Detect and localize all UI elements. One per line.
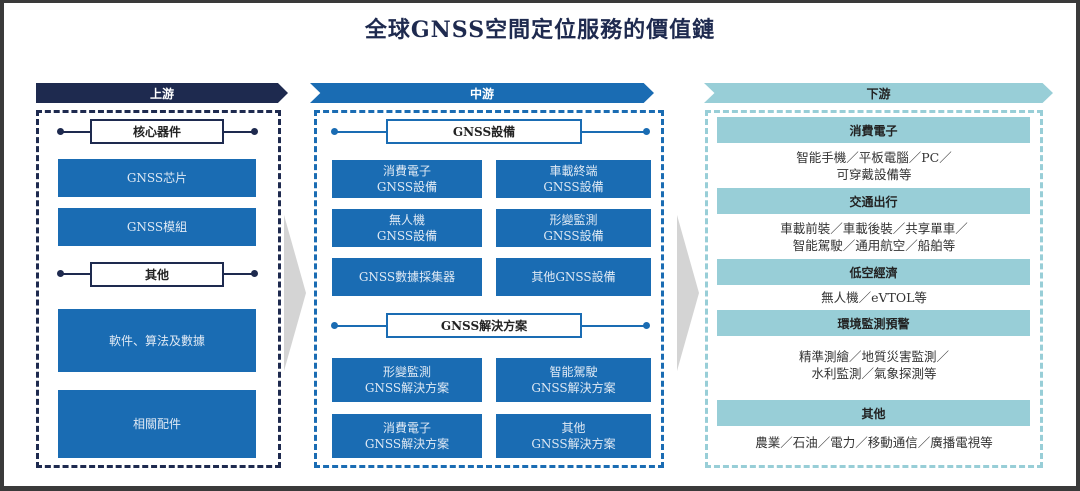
upstream-banner: 上游 [36, 83, 288, 103]
description-line: 可穿戴設備等 [836, 167, 912, 182]
midstream-equipment-item: GNSS數據採集器 [332, 258, 482, 296]
downstream-container [705, 110, 1043, 468]
midstream-solution-item: 智能駕駛 GNSS解決方案 [496, 358, 651, 402]
downstream-category: 其他 [717, 400, 1030, 426]
midstream-label: 中游 [469, 86, 494, 101]
flow-arrow [677, 215, 699, 371]
description-line: 智能駕駛／通用航空／船舶等 [792, 238, 956, 253]
midstream-equipment-item: 車載終端 GNSS設備 [496, 160, 651, 198]
diagram-title: 全球GNSS空間定位服務的價值鏈 [364, 17, 716, 43]
connector-dot [57, 270, 64, 277]
downstream-category: 環境監測預警 [717, 310, 1030, 336]
upstream-container [36, 110, 281, 468]
upstream-item: GNSS芯片 [58, 159, 256, 197]
section-header-gnss-solutions: GNSS解決方案 [386, 313, 582, 338]
section-header-gnss-equipment: GNSS設備 [386, 119, 582, 144]
upstream-label: 上游 [149, 86, 174, 101]
description-line: 農業／石油／電力／移動通信／廣播電視等 [755, 435, 993, 450]
downstream-banner: 下游 [704, 83, 1053, 103]
downstream-label: 下游 [866, 86, 891, 101]
description-line: 水利監測／氣象探測等 [811, 366, 937, 381]
downstream-description: 無人機／eVTOL等 [705, 289, 1043, 306]
section-header-core-components: 核心器件 [90, 119, 224, 144]
connector-dot [331, 128, 338, 135]
midstream-solution-item: 形變監測 GNSS解決方案 [332, 358, 482, 402]
downstream-description: 農業／石油／電力／移動通信／廣播電視等 [705, 434, 1043, 451]
upstream-item: 軟件、算法及數據 [58, 309, 256, 372]
connector-dot [57, 128, 64, 135]
midstream-container [314, 110, 664, 468]
midstream-equipment-item: 其他GNSS設備 [496, 258, 651, 296]
description-line: 智能手機／平板電腦／PC／ [796, 150, 952, 165]
description-line: 無人機／eVTOL等 [821, 290, 927, 305]
downstream-category: 低空經濟 [717, 259, 1030, 285]
midstream-solution-item: 其他 GNSS解決方案 [496, 414, 651, 458]
downstream-description: 智能手機／平板電腦／PC／ 可穿戴設備等 [705, 149, 1043, 183]
midstream-solution-item: 消費電子 GNSS解決方案 [332, 414, 482, 458]
flow-arrow [284, 215, 306, 371]
midstream-equipment-item: 形變監測 GNSS設備 [496, 209, 651, 247]
midstream-equipment-item: 無人機 GNSS設備 [332, 209, 482, 247]
connector-dot [251, 128, 258, 135]
connector-dot [331, 322, 338, 329]
connector-dot [251, 270, 258, 277]
upstream-item: GNSS模組 [58, 208, 256, 246]
section-header-other: 其他 [90, 262, 224, 287]
downstream-category: 交通出行 [717, 188, 1030, 214]
midstream-banner: 中游 [310, 83, 654, 103]
downstream-category: 消費電子 [717, 117, 1030, 143]
midstream-equipment-item: 消費電子 GNSS設備 [332, 160, 482, 198]
description-line: 車載前裝／車載後裝／共享單車／ [780, 221, 968, 236]
description-line: 精準測繪／地質災害監測／ [798, 349, 949, 364]
upstream-item: 相關配件 [58, 390, 256, 458]
downstream-description: 精準測繪／地質災害監測／ 水利監測／氣象探測等 [705, 348, 1043, 382]
connector-dot [643, 128, 650, 135]
downstream-description: 車載前裝／車載後裝／共享單車／ 智能駕駛／通用航空／船舶等 [705, 220, 1043, 254]
connector-dot [643, 322, 650, 329]
